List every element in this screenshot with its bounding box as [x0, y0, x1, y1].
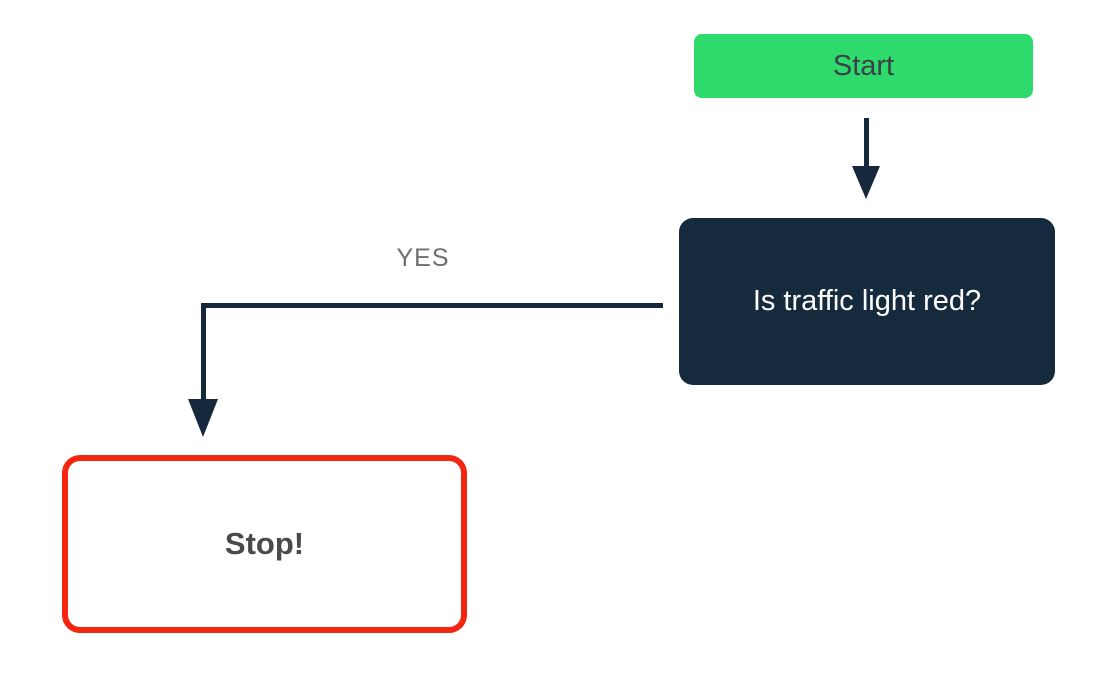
- flowchart-node-stop: Stop!: [62, 455, 467, 633]
- arrow-down-icon: [852, 166, 880, 199]
- stop-node-label: Stop!: [224, 526, 305, 561]
- arrow-down-icon: [188, 399, 218, 437]
- flowchart-node-question: Is traffic light red?: [679, 218, 1055, 385]
- connector-question-to-stop-vertical: [201, 303, 206, 402]
- flowchart-node-start: Start: [694, 34, 1033, 98]
- connector-question-to-stop-horizontal: [201, 303, 663, 308]
- connector-start-to-question: [864, 118, 869, 170]
- question-node-label: Is traffic light red?: [752, 285, 982, 317]
- start-node-label: Start: [832, 49, 895, 82]
- edge-label-yes: YES: [396, 244, 450, 272]
